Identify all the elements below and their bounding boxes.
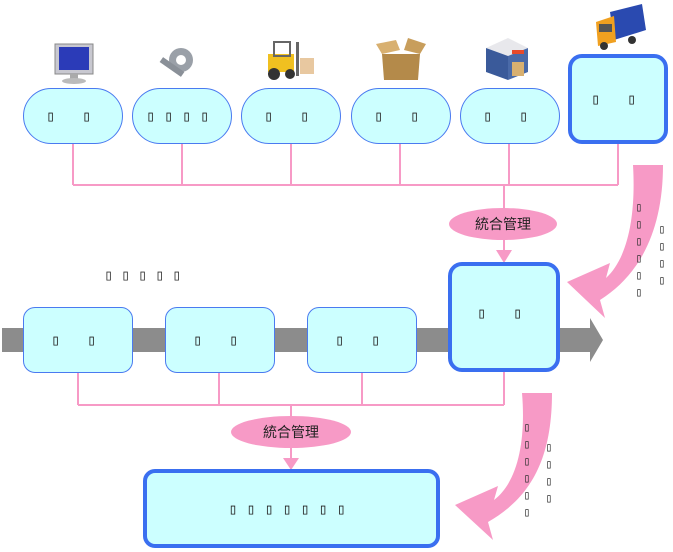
lower-side-note-col2: ▯▯▯▯ xyxy=(542,440,556,508)
top-connector-lines xyxy=(72,144,619,255)
node-middle-1[interactable]: ▯ ▯ xyxy=(23,307,133,373)
integrated-management-bubble-top: 統合管理 xyxy=(449,208,557,240)
node-truck[interactable]: ▯ ▯ xyxy=(568,54,668,144)
upper-side-note-col1: ▯▯▯▯▯▯ xyxy=(632,200,646,302)
computer-monitor-icon xyxy=(54,43,94,84)
node-bottom-system[interactable]: ▯▯▯▯▯▯▯ xyxy=(143,469,440,548)
middle-merge-arrowhead xyxy=(283,458,299,470)
node-middle-2-label: ▯ ▯ xyxy=(192,331,248,349)
node-warehouse[interactable]: ▯ ▯ xyxy=(460,88,560,144)
node-settings[interactable]: ▯▯▯▯ xyxy=(132,88,232,144)
integrated-management-bubble-bottom: 統合管理 xyxy=(231,416,351,448)
top-merge-arrowhead xyxy=(496,250,512,263)
node-middle-hub[interactable]: ▯ ▯ xyxy=(448,262,560,372)
node-pc[interactable]: ▯ ▯ xyxy=(23,88,123,144)
lower-curved-arrow xyxy=(455,393,552,540)
node-middle-2[interactable]: ▯ ▯ xyxy=(165,307,275,373)
node-middle-hub-label: ▯ ▯ xyxy=(476,304,532,322)
node-box-label: ▯ ▯ xyxy=(373,107,429,125)
forklift-icon xyxy=(268,41,314,80)
middle-row-note: ▯▯▯▯▯ xyxy=(104,266,190,284)
upper-side-note-col2: ▯▯▯▯ xyxy=(655,222,669,290)
lower-side-note-col1: ▯▯▯▯▯▯ xyxy=(520,420,534,522)
node-pc-label: ▯ ▯ xyxy=(45,107,101,125)
node-forklift-label: ▯ ▯ xyxy=(263,107,319,125)
node-box[interactable]: ▯ ▯ xyxy=(351,88,451,144)
cardboard-box-icon xyxy=(376,38,426,80)
node-truck-label: ▯ ▯ xyxy=(590,90,646,108)
node-warehouse-label: ▯ ▯ xyxy=(482,107,538,125)
node-middle-1-label: ▯ ▯ xyxy=(50,331,106,349)
node-forklift[interactable]: ▯ ▯ xyxy=(241,88,341,144)
delivery-truck-icon xyxy=(596,4,646,50)
upper-curved-arrow xyxy=(567,165,663,318)
node-settings-label: ▯▯▯▯ xyxy=(145,107,219,125)
warehouse-icon xyxy=(486,38,528,80)
node-middle-3[interactable]: ▯ ▯ xyxy=(307,307,417,373)
node-middle-3-label: ▯ ▯ xyxy=(334,331,390,349)
middle-connector-lines xyxy=(77,372,505,462)
gear-wrench-icon xyxy=(159,48,193,77)
node-bottom-system-label: ▯▯▯▯▯▯▯ xyxy=(228,499,355,518)
